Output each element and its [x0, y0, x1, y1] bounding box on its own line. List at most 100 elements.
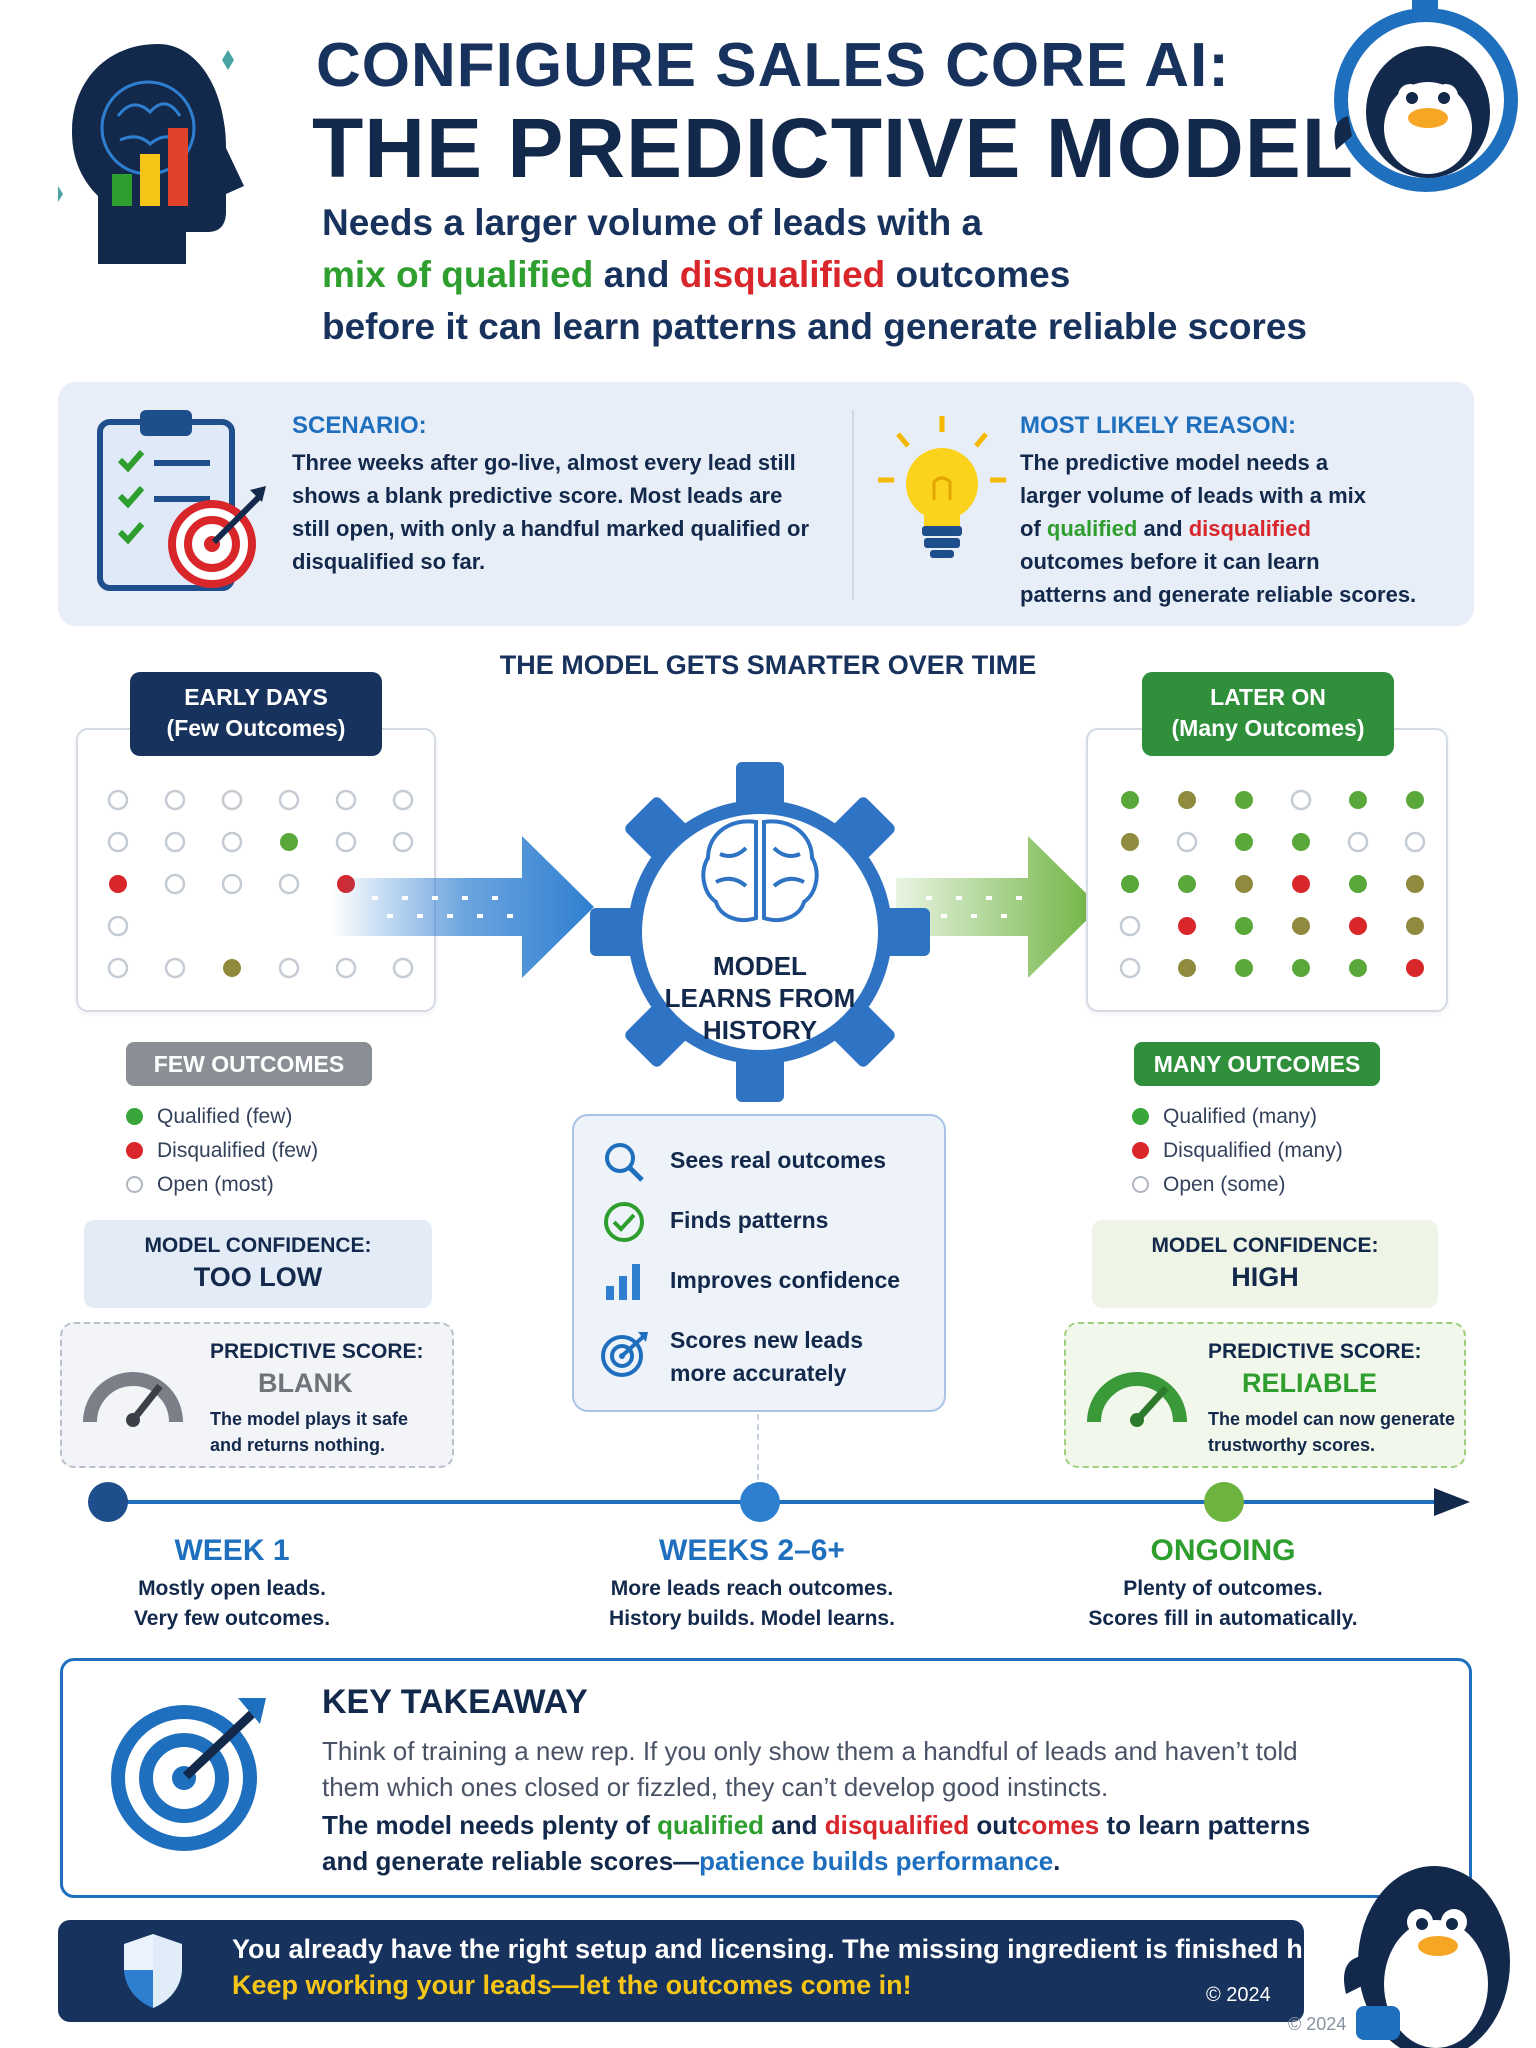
- open-lead-dot: [107, 831, 129, 853]
- open-lead-dot: [1119, 915, 1141, 937]
- open-lead-dot: [164, 957, 186, 979]
- scenario-panel: [58, 382, 1474, 626]
- blue-arrow: [332, 836, 594, 978]
- early-confidence: MODEL CONFIDENCE: TOO LOW: [84, 1220, 432, 1308]
- penguin-mascot-top: [1316, 0, 1536, 200]
- qualified-lead-dot: [1406, 791, 1424, 809]
- qualified-lead-dot: [1121, 791, 1139, 809]
- qualified-lead-dot: [1121, 833, 1139, 851]
- disqualified-lead-dot: [1349, 917, 1367, 935]
- timeline-week1: WEEK 1 Mostly open leads. Very few outco…: [133, 1534, 331, 1630]
- legend-dot: [126, 1108, 143, 1125]
- later-score-card: PREDICTIVE SCORE: RELIABLE The model can…: [1064, 1322, 1466, 1468]
- brain-head-logo: [53, 36, 268, 272]
- subtitle-line2: mix of qualified and disqualified outcom…: [322, 254, 1071, 295]
- legend-disqualified: Disqualified (few): [126, 1134, 318, 1168]
- penguin-mascot-bottom: [1316, 1834, 1530, 2048]
- later-dots-grid: [1119, 789, 1426, 979]
- open-lead-dot: [278, 957, 300, 979]
- copyright-small: © 2024: [1288, 2014, 1347, 2034]
- disqualified-lead-dot: [109, 875, 127, 893]
- legend-open: Open (some): [1132, 1168, 1343, 1202]
- open-lead-dot: [392, 957, 414, 979]
- open-lead-dot: [1404, 831, 1426, 853]
- legend-dot: [1132, 1142, 1149, 1159]
- qualified-lead-dot: [1178, 959, 1196, 977]
- open-lead-dot: [164, 831, 186, 853]
- clipboard-target-icon: [92, 404, 268, 594]
- reason-text: The predictive model needs a larger volu…: [1020, 450, 1417, 607]
- qualified-lead-dot: [1235, 791, 1253, 809]
- qualified-lead-dot: [1235, 875, 1253, 893]
- title-line2: THE PREDICTIVE MODEL: [312, 101, 1355, 195]
- legend-disqualified: Disqualified (many): [1132, 1134, 1343, 1168]
- qualified-lead-dot: [1349, 791, 1367, 809]
- takeaway-line3: The model needs plenty of qualified and …: [322, 1810, 1311, 1840]
- gear-label: MODEL LEARNS FROM HISTORY: [664, 951, 856, 1045]
- qualified-lead-dot: [1235, 959, 1253, 977]
- qualified-lead-dot: [1121, 875, 1139, 893]
- open-lead-dot: [335, 789, 357, 811]
- early-dots-panel: [76, 728, 436, 1012]
- takeaway-title: KEY TAKEAWAY: [322, 1683, 588, 1721]
- qualified-lead-dot: [1406, 917, 1424, 935]
- qualified-lead-dot: [1292, 917, 1310, 935]
- shield-icon: [124, 1934, 182, 2008]
- title-line1: CONFIGURE SALES CORE AI:: [316, 31, 1230, 100]
- later-legend: Qualified (many) Disqualified (many) Ope…: [1132, 1100, 1343, 1202]
- gauge-icon: [83, 1372, 183, 1427]
- open-lead-dot: [1347, 831, 1369, 853]
- open-lead-dot: [164, 789, 186, 811]
- target-icon: [601, 1332, 648, 1377]
- open-lead-dot: [1290, 789, 1312, 811]
- qualified-lead-dot: [1235, 917, 1253, 935]
- open-lead-dot: [107, 957, 129, 979]
- legend-dot: [126, 1142, 143, 1159]
- open-lead-dot: [1119, 957, 1141, 979]
- subtitle-line3: before it can learn patterns and generat…: [322, 306, 1307, 347]
- reason-title: MOST LIKELY REASON:: [1020, 412, 1297, 439]
- open-lead-dot: [107, 915, 129, 937]
- bottom-banner: [58, 1920, 1304, 2022]
- key-takeaway-box: [60, 1658, 1472, 1898]
- few-outcomes-pill: FEW OUTCOMES: [126, 1042, 372, 1086]
- lightbulb-icon: [876, 414, 1008, 564]
- qualified-lead-dot: [1349, 875, 1367, 893]
- disqualified-lead-dot: [1406, 959, 1424, 977]
- legend-dot: [1132, 1108, 1149, 1125]
- open-lead-dot: [278, 789, 300, 811]
- takeaway-line1: Think of training a new rep. If you only…: [322, 1736, 1298, 1766]
- open-lead-dot: [278, 873, 300, 895]
- disqualified-lead-dot: [1178, 917, 1196, 935]
- scenario-text: Three weeks after go-live, almost every …: [292, 450, 810, 574]
- open-lead-dot: [164, 873, 186, 895]
- check-circle-icon: [604, 1202, 644, 1242]
- timeline-weeks: WEEKS 2–6+ More leads reach outcomes. Hi…: [609, 1534, 895, 1630]
- subtitle-line1: Needs a larger volume of leads with a: [322, 202, 983, 243]
- many-outcomes-pill: MANY OUTCOMES: [1134, 1042, 1380, 1086]
- banner-line1: You already have the right setup and lic…: [232, 1934, 1382, 1964]
- open-lead-dot: [392, 831, 414, 853]
- legend-open: Open (most): [126, 1168, 318, 1202]
- open-lead-dot: [221, 831, 243, 853]
- disqualified-lead-dot: [1292, 875, 1310, 893]
- legend-dot: [126, 1176, 143, 1193]
- open-lead-dot: [392, 789, 414, 811]
- search-icon: [605, 1143, 644, 1182]
- early-days-tag: EARLY DAYS (Few Outcomes): [130, 672, 382, 756]
- takeaway-line4: and generate reliable scores—patience bu…: [322, 1846, 1061, 1876]
- qualified-lead-dot: [1406, 875, 1424, 893]
- scenario-title: SCENARIO:: [292, 412, 427, 439]
- section-title: THE MODEL GETS SMARTER OVER TIME: [499, 650, 1037, 680]
- gauge-icon: [1087, 1372, 1187, 1427]
- target-arrow-icon: [111, 1698, 266, 1851]
- timeline-axis: [88, 1482, 1470, 1522]
- qualified-lead-dot: [1178, 875, 1196, 893]
- divider: [852, 410, 854, 600]
- legend-dot: [1132, 1176, 1149, 1193]
- gear-icon: [590, 762, 930, 1102]
- later-on-tag: LATER ON (Many Outcomes): [1142, 672, 1394, 756]
- timeline-ongoing: ONGOING Plenty of outcomes. Scores fill …: [1088, 1534, 1358, 1630]
- later-confidence: MODEL CONFIDENCE: HIGH: [1092, 1220, 1438, 1308]
- qualified-lead-dot: [1178, 791, 1196, 809]
